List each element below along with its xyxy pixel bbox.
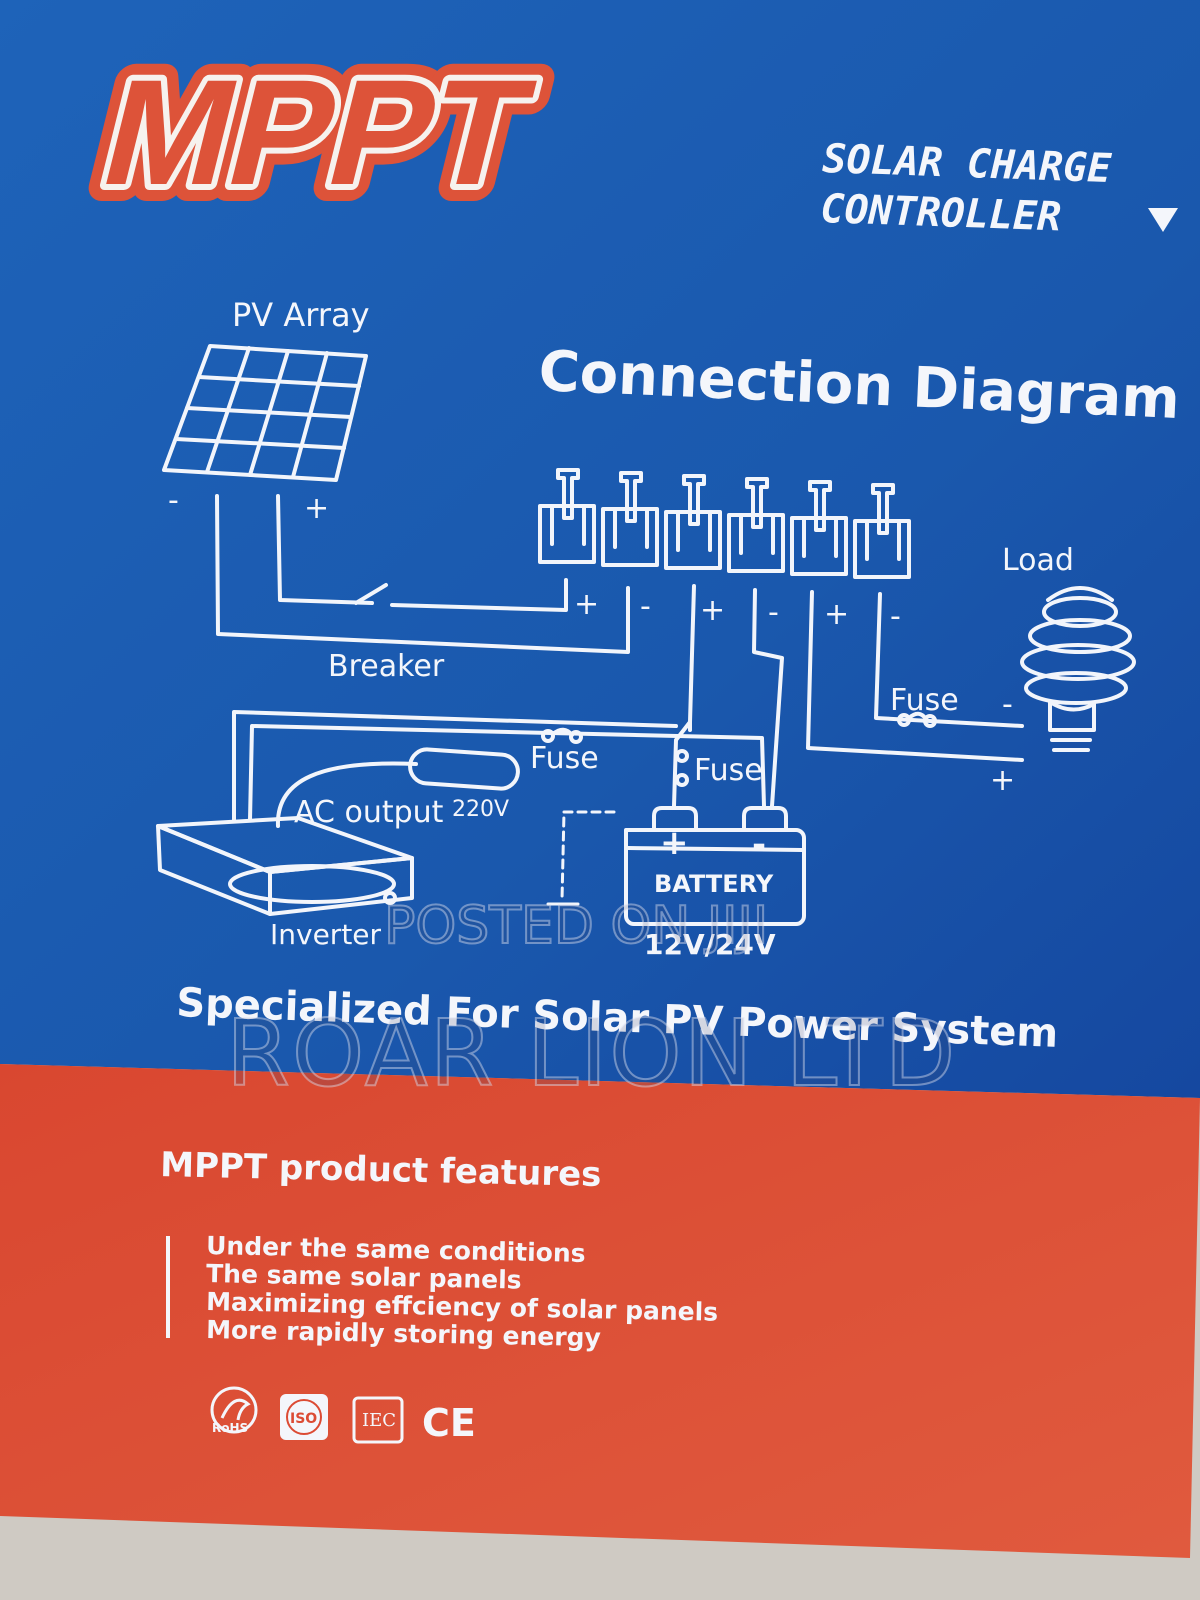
terminal-2-minus: -: [640, 589, 651, 624]
lightbulb-icon: [1020, 586, 1136, 752]
certification-logos: RoHS ISO IEC CE: [210, 1386, 476, 1445]
ce-icon: CE: [422, 1401, 476, 1445]
solar-panel-icon: [162, 344, 368, 482]
terminal-5-plus: +: [824, 597, 849, 632]
battery-fuse-label: Fuse: [694, 753, 763, 788]
rohs-icon: RoHS: [210, 1386, 258, 1435]
battery-label: BATTERY: [654, 870, 774, 898]
iec-icon: IEC: [352, 1396, 404, 1444]
load-plus-label: +: [990, 763, 1015, 798]
terminal-1-plus: +: [574, 587, 599, 622]
ac-output-label: AC output: [294, 795, 444, 830]
svg-text:IEC: IEC: [362, 1410, 396, 1431]
battery-wiring: [672, 584, 784, 808]
inverter-label: Inverter: [270, 918, 382, 951]
inverter-wiring: [232, 710, 766, 822]
svg-text:RoHS: RoHS: [212, 1421, 248, 1435]
inverter-icon: [156, 816, 414, 916]
svg-text:ISO: ISO: [290, 1411, 317, 1427]
fuse-symbols: [541, 711, 937, 787]
load-minus-label: -: [1002, 687, 1013, 722]
mppt-logo: MPPT MPPT MPPT: [71, 32, 563, 233]
svg-text:MPPT: MPPT: [88, 49, 546, 216]
terminal-block-icon: [538, 468, 911, 579]
ac-voltage-label: 220V: [452, 797, 509, 822]
subtitle-line-2: CONTROLLER: [820, 186, 1062, 240]
battery-icon: [624, 806, 806, 926]
inverter-fuse-label: Fuse: [530, 741, 599, 776]
svg-text:MPPT: MPPT: [88, 49, 546, 216]
battery-voltage-label: 12V/24V: [644, 928, 776, 961]
terminal-4-minus: -: [768, 595, 779, 630]
pv-array-label: PV Array: [232, 296, 370, 334]
ground-wiring: [546, 810, 616, 906]
subtitle-line-1: SOLAR CHARGE: [822, 136, 1113, 192]
breaker-label: Breaker: [328, 649, 445, 684]
terminal-6-minus: -: [890, 599, 901, 634]
triangle-marker-icon: [1148, 208, 1178, 232]
ac-socket-icon: [275, 747, 520, 828]
pv-plus-label: +: [304, 491, 329, 526]
pv-wiring: [215, 494, 630, 654]
battery-plus-label: +: [660, 823, 689, 863]
iso-icon: ISO: [280, 1394, 328, 1440]
load-wiring: [806, 590, 1024, 762]
load-fuse-label: Fuse: [890, 683, 959, 718]
terminal-3-plus: +: [700, 593, 725, 628]
load-label: Load: [1002, 543, 1074, 578]
svg-text:MPPT: MPPT: [88, 49, 546, 216]
battery-minus-label: -: [752, 825, 766, 865]
blue-panel: [0, 0, 1200, 1098]
feature-item: The same solar panels: [206, 1259, 522, 1295]
pv-minus-label: -: [168, 483, 179, 518]
